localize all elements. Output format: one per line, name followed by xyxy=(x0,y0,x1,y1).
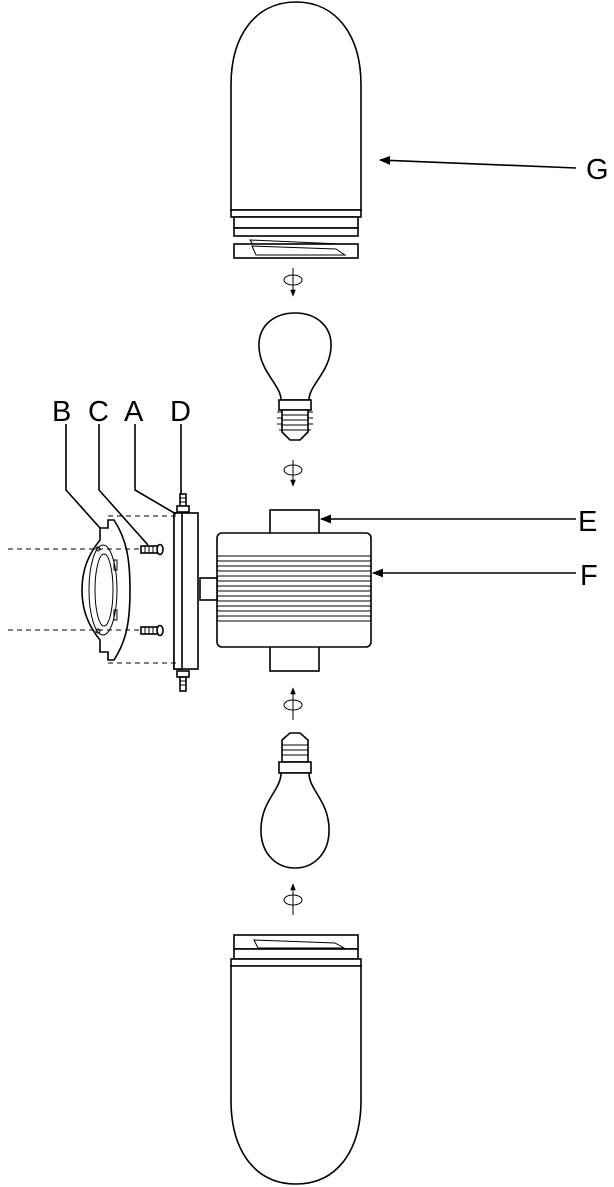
label-e: E xyxy=(578,506,597,538)
alignment-lines xyxy=(8,515,176,664)
bracket-screw-upper xyxy=(140,543,164,556)
rotate-indicator-lower-mid xyxy=(283,687,303,720)
label-a: A xyxy=(124,396,144,428)
label-c: C xyxy=(88,396,109,428)
backplate xyxy=(173,512,199,670)
leader-lines xyxy=(65,155,577,578)
mounting-screw-bottom xyxy=(176,670,190,692)
socket-housing xyxy=(199,509,372,672)
upper-bulb xyxy=(258,312,332,441)
rotate-indicator-top xyxy=(283,268,303,297)
lower-bulb xyxy=(260,732,330,869)
mounting-bracket xyxy=(81,519,131,661)
top-glass-shade xyxy=(230,1,362,259)
label-d: D xyxy=(170,396,191,428)
label-f: F xyxy=(580,560,598,592)
label-b: B xyxy=(52,396,71,428)
rotate-indicator-upper-mid xyxy=(283,460,303,487)
rotate-indicator-bottom xyxy=(283,883,303,915)
label-g: G xyxy=(586,154,609,186)
mounting-screw-top xyxy=(176,493,190,513)
bottom-glass-shade xyxy=(230,934,362,1185)
bracket-screw-lower xyxy=(140,624,164,637)
